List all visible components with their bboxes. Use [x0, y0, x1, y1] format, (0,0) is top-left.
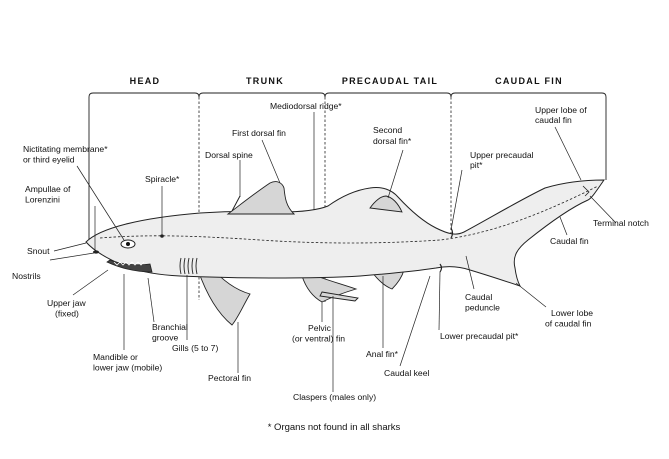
leader-lines [49, 112, 617, 392]
gill-slits [179, 257, 198, 275]
second-dorsal-fin-shape [369, 195, 403, 213]
label-second-dorsal-fin: Second dorsal fin* [373, 125, 412, 146]
label-upper-precaudal-pit: Upper precaudal pit* [470, 150, 536, 170]
pectoral-fin-shape [197, 265, 251, 326]
label-pectoral-fin: Pectoral fin [208, 373, 251, 383]
claspers-shape [319, 291, 359, 302]
label-caudal-peduncle: Caudal peduncle [465, 292, 500, 313]
label-caudal-keel: Caudal keel [384, 368, 429, 378]
shark-illustration [85, 179, 605, 326]
label-branchial-groove: Branchial groove [152, 322, 190, 343]
label-terminal-notch: Terminal notch [593, 218, 649, 228]
label-claspers: Claspers (males only) [293, 392, 376, 402]
teeth-shape [113, 261, 145, 266]
label-anal-fin: Anal fin* [366, 349, 399, 359]
mouth-shape [106, 259, 153, 273]
section-dividers [198, 97, 452, 302]
label-mandible: Mandible or lower jaw (mobile) [93, 352, 162, 373]
label-mediodorsal-ridge: Mediodorsal ridge* [270, 101, 342, 111]
terminal-notch-shape [582, 185, 590, 197]
label-snout: Snout [27, 246, 50, 256]
shark-body-shape [85, 179, 605, 287]
label-lower-precaudal-pit: Lower precaudal pit* [440, 331, 519, 341]
label-upper-jaw: Upper jaw (fixed) [47, 298, 88, 319]
label-nostrils: Nostrils [12, 271, 41, 281]
dorsal-spine-shape [231, 195, 241, 212]
pupil-shape [126, 242, 130, 246]
label-gills: Gills (5 to 7) [172, 343, 218, 353]
label-dorsal-spine: Dorsal spine [205, 150, 253, 160]
section-label-trunk: TRUNK [246, 76, 284, 86]
label-first-dorsal-fin: First dorsal fin [232, 128, 286, 138]
label-nictitating-membrane: Nictitating membrane* or third eyelid [23, 144, 110, 165]
pelvic-fin-shape [301, 271, 358, 303]
label-ampullae-of-lorenzini: Ampullae of Lorenzini [25, 184, 73, 205]
section-brackets [88, 92, 607, 243]
label-pelvic-fin: Pelvic (or ventral) fin [292, 323, 345, 344]
label-spiracle: Spiracle* [145, 174, 180, 184]
label-caudal-fin: Caudal fin [550, 236, 589, 246]
first-dorsal-fin-shape [226, 181, 296, 215]
section-label-head: HEAD [130, 76, 161, 86]
nostril-shape [93, 250, 99, 254]
lateral-line [99, 185, 599, 244]
footnote: * Organs not found in all sharks [268, 422, 401, 433]
label-lower-lobe-caudal-fin: Lower lobe of caudal fin [545, 308, 595, 329]
lower-precaudal-pit-shape [439, 263, 443, 273]
spiracle-shape [160, 234, 164, 238]
label-upper-lobe-caudal-fin: Upper lobe of caudal fin [535, 105, 589, 125]
section-label-caudal-fin: CAUDAL FIN [495, 76, 563, 86]
section-label-precaudal-tail: PRECAUDAL TAIL [342, 76, 438, 86]
